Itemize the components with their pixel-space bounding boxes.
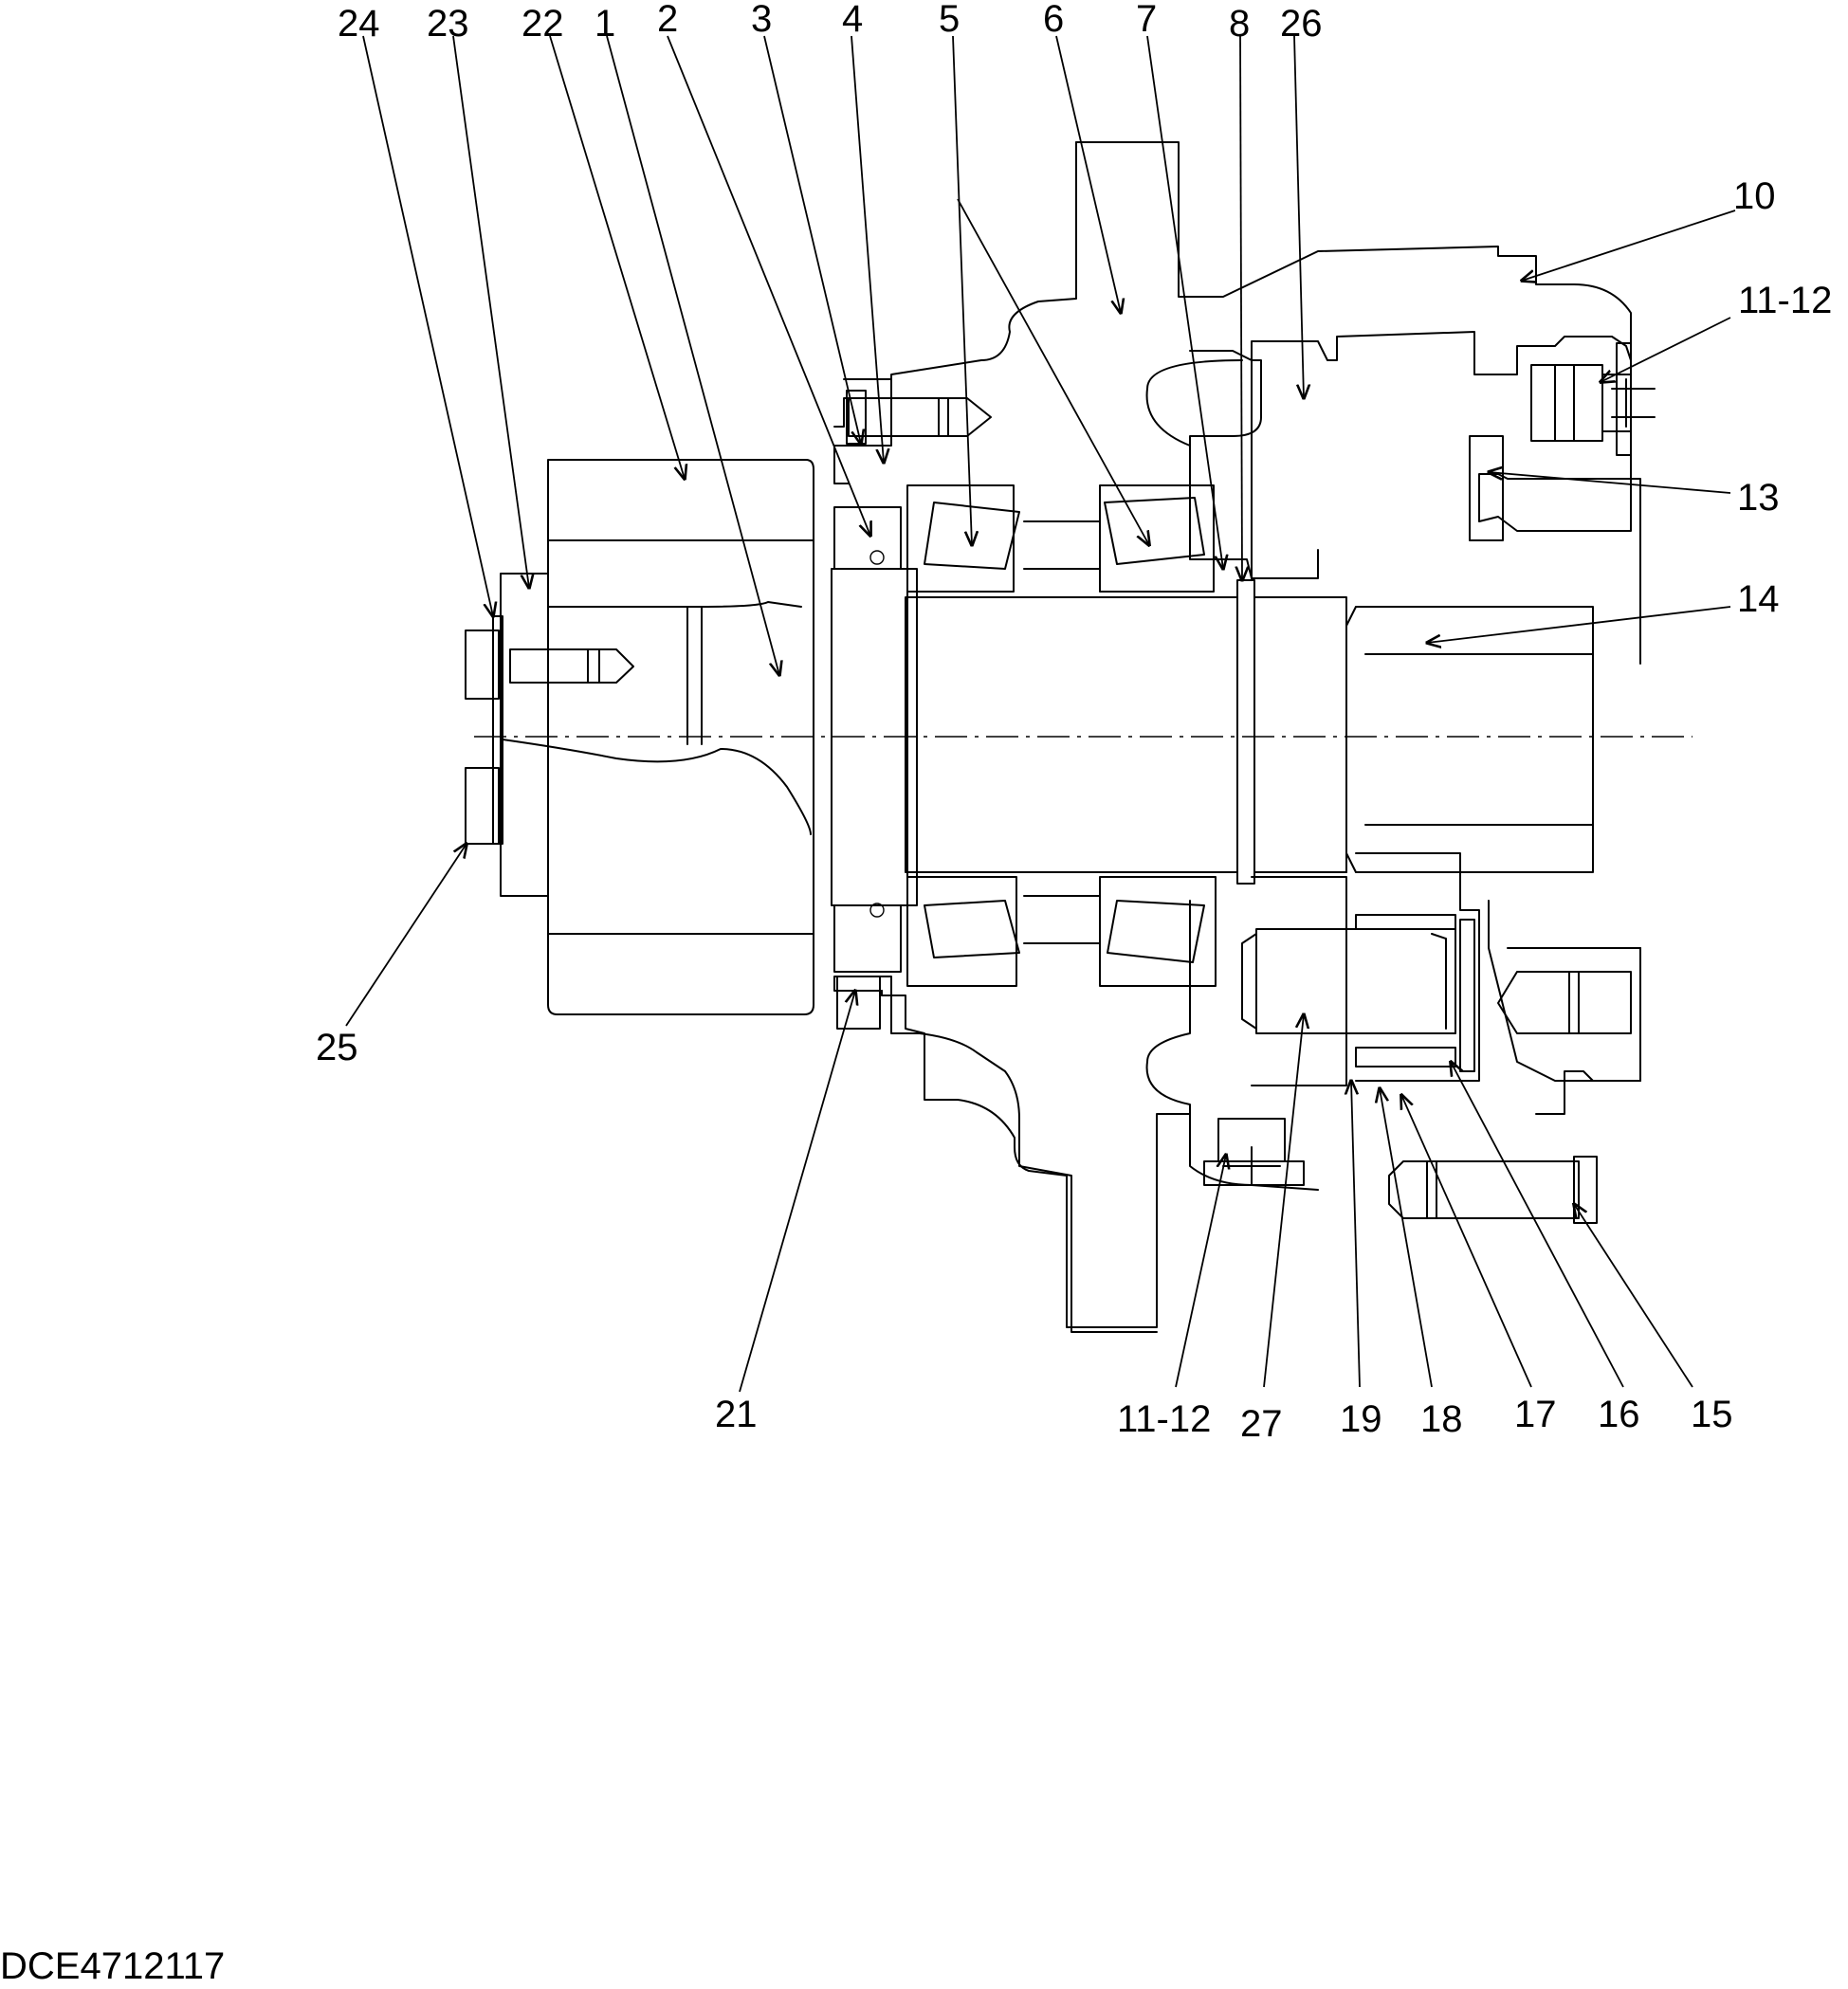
callout-21: 21 xyxy=(715,1394,758,1435)
callout-11-12-bottom: 11-12 xyxy=(1117,1398,1211,1440)
right-bolt xyxy=(1497,971,1632,1034)
bearing-right-top-roller xyxy=(1104,497,1205,565)
housing-lower-neck xyxy=(833,976,1158,1333)
drawing-number: DCE4712117 xyxy=(0,1945,226,1987)
bearing-left-top-cup xyxy=(906,484,1015,593)
plug-bottom xyxy=(1203,1118,1305,1186)
callout-17: 17 xyxy=(1514,1394,1557,1435)
spacer-ring xyxy=(1236,579,1255,885)
end-plate xyxy=(500,573,549,897)
callout-25: 25 xyxy=(316,1027,358,1068)
planet-pin-end xyxy=(1241,933,1447,1030)
callout-labels: 24 23 22 1 2 3 4 5 6 7 8 26 10 11-12 13 … xyxy=(316,0,1832,1445)
seal-retainer-top xyxy=(833,506,902,570)
callout-18: 18 xyxy=(1420,1398,1463,1440)
callout-23: 23 xyxy=(427,3,469,45)
brake-housing-bands xyxy=(547,539,814,935)
callout-3: 3 xyxy=(751,0,772,40)
right-cover xyxy=(1251,331,1632,579)
bearing-left-top-roller xyxy=(924,502,1020,570)
callout-27: 27 xyxy=(1240,1403,1283,1445)
bearing-left-bottom-roller xyxy=(924,900,1020,958)
callout-6: 6 xyxy=(1043,0,1064,40)
callout-15: 15 xyxy=(1691,1394,1733,1435)
housing-lower-cavity xyxy=(1145,900,1191,1115)
end-bolt-upper-head xyxy=(465,630,500,700)
planet-bearing-top xyxy=(1355,914,1456,930)
collar xyxy=(1253,596,1347,873)
thrust-washer xyxy=(1459,919,1475,1072)
bearing-left-bottom-cup xyxy=(906,876,1017,987)
callout-5: 5 xyxy=(939,0,960,40)
callout-13: 13 xyxy=(1737,477,1780,519)
housing-outline xyxy=(881,141,1641,1328)
bearing-right-top-cup xyxy=(1099,484,1215,593)
callout-19: 19 xyxy=(1340,1398,1382,1440)
callout-7: 7 xyxy=(1136,0,1157,40)
end-bolt-upper-shank xyxy=(509,648,634,684)
callout-14: 14 xyxy=(1737,578,1780,620)
callout-11-12-top: 11-12 xyxy=(1738,280,1832,321)
o-ring-bottom xyxy=(869,903,885,918)
callout-26: 26 xyxy=(1280,3,1323,45)
housing-inner-cavity xyxy=(1145,359,1319,579)
o-ring-top xyxy=(869,550,885,565)
callout-4: 4 xyxy=(842,0,863,40)
bearing-right-bottom-cup xyxy=(1099,876,1217,987)
bearing-spacer-top xyxy=(1023,520,1101,570)
callout-2: 2 xyxy=(657,0,678,40)
inner-sleeve-band xyxy=(906,568,918,906)
end-bolt-lower-head xyxy=(465,767,500,845)
housing-inner-upper xyxy=(1189,350,1262,551)
brake-housing xyxy=(547,459,814,1015)
callout-8: 8 xyxy=(1229,3,1250,45)
retainer-flange-bottom xyxy=(836,976,881,1030)
planet-bearing-bottom xyxy=(1355,1047,1456,1067)
spline-hub xyxy=(1345,606,1594,873)
brake-inner-wave xyxy=(502,601,812,835)
callout-16: 16 xyxy=(1598,1394,1640,1435)
plug-top xyxy=(1530,364,1656,442)
lower-bolt-head xyxy=(1573,1156,1598,1224)
housing-upper-neck xyxy=(833,141,1077,428)
gear-block xyxy=(1251,852,1480,1086)
callout-1: 1 xyxy=(595,3,615,45)
lower-bolt xyxy=(1388,1160,1580,1219)
right-cover-lower xyxy=(1488,900,1641,1082)
top-bolt xyxy=(848,397,992,437)
pin-13 xyxy=(1469,435,1504,541)
leader-lines xyxy=(345,35,1736,1393)
planet-pin xyxy=(1255,928,1456,1034)
bearing-spacer-bottom xyxy=(1023,895,1101,944)
shaft-body xyxy=(905,596,1238,873)
seal-retainer-bottom xyxy=(833,904,902,973)
bearing-right-bottom-roller xyxy=(1107,900,1205,963)
callout-24: 24 xyxy=(338,3,380,45)
callout-10: 10 xyxy=(1733,175,1776,217)
callout-22: 22 xyxy=(521,3,564,45)
plug-top-flange xyxy=(1616,342,1632,456)
